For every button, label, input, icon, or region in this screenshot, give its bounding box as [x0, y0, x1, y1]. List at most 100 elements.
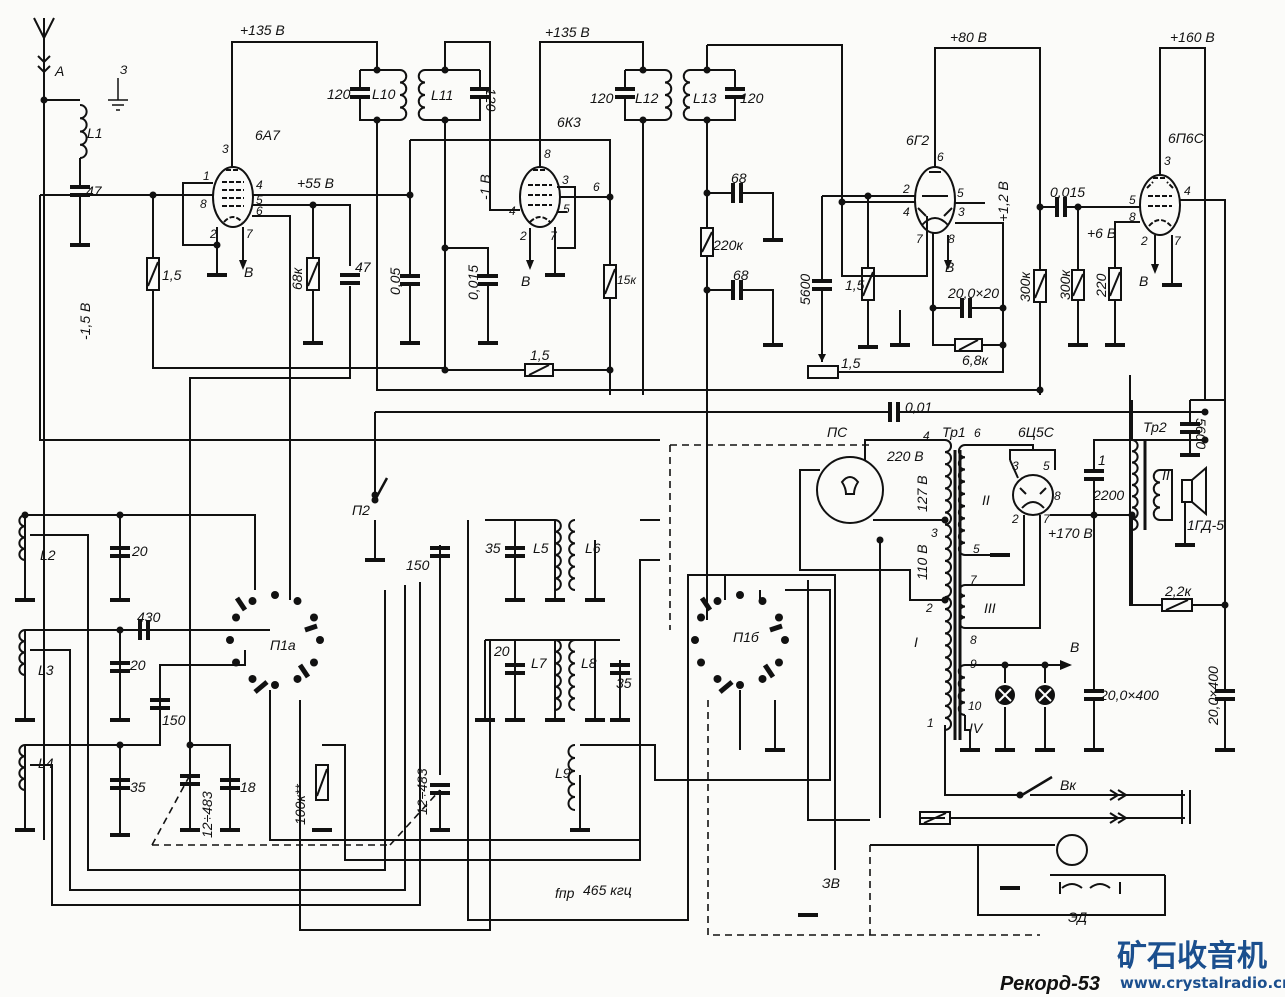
- label-tube-6k3: 6К3: [557, 114, 581, 130]
- label-meter-ed: ЭД: [1068, 909, 1087, 925]
- wire: [269, 690, 640, 841]
- wire: [322, 559, 660, 861]
- pin-6p6s-2: 2: [1140, 234, 1148, 248]
- label-r15k: 15к: [617, 273, 637, 287]
- resistor: [954, 338, 983, 352]
- label-c47a: 47: [86, 183, 103, 199]
- transformer-core: [953, 440, 1147, 740]
- tube-6p6s: [1139, 174, 1181, 236]
- wire: [707, 44, 915, 203]
- label-l9: L9: [555, 765, 571, 781]
- label-winding-2: II: [982, 492, 990, 508]
- capacitor: [505, 663, 525, 675]
- wire: [444, 120, 525, 371]
- resistor-mark: [862, 271, 874, 297]
- pin-6g2-5: 5: [957, 186, 964, 200]
- label-c120-l11: 120: [483, 88, 499, 112]
- pin-6p6s-5: 5: [1129, 193, 1136, 207]
- switch-contact: [736, 591, 744, 599]
- jack-icon: [1109, 789, 1191, 824]
- label-fpr-value: 465 кгц: [583, 882, 632, 898]
- pin-6k3-2: 2: [519, 229, 527, 243]
- label-r220: 220: [1093, 273, 1109, 298]
- capacitor: [610, 663, 630, 675]
- wire: [30, 534, 386, 871]
- wire: [182, 182, 217, 246]
- capacitor: [430, 546, 450, 558]
- label-tr1: Тр1: [942, 424, 966, 440]
- junction-dot: [703, 189, 711, 197]
- inductor-coil: [568, 519, 576, 591]
- junction-dot: [941, 516, 949, 524]
- wire: [376, 120, 1040, 391]
- pin-6p6s-8: 8: [1129, 210, 1136, 224]
- label-heater-b1: В: [244, 264, 253, 280]
- tube-6a7: [212, 166, 254, 228]
- switch-contact: [774, 613, 783, 622]
- wire: [445, 247, 489, 275]
- label-c35b: 35: [485, 540, 501, 556]
- power-selector-ps[interactable]: [816, 456, 884, 524]
- label-c430: 430: [137, 609, 161, 625]
- wire: [231, 41, 378, 167]
- wire: [1114, 221, 1140, 268]
- junction-dot: [999, 341, 1007, 349]
- pin-6k3-6: 6: [593, 180, 600, 194]
- capacitor: [505, 546, 525, 558]
- label-c18: 18: [240, 779, 256, 795]
- junction-dot: [606, 193, 614, 201]
- junction-dot: [309, 201, 317, 209]
- inductor-coil: [79, 104, 88, 159]
- wire: [39, 195, 660, 441]
- switch-contact: [774, 658, 783, 667]
- label-c005: 0,05: [387, 268, 403, 295]
- resistor-mark: [958, 339, 979, 351]
- pin-6p6s-4: 4: [1184, 184, 1191, 198]
- pin-6g2-2: 2: [902, 182, 910, 196]
- switch-p1a-rotor: [234, 596, 318, 694]
- capacitor: [70, 185, 90, 197]
- resistor: [524, 363, 554, 377]
- label-l6: L6: [585, 540, 601, 556]
- label-v135b: +135 В: [545, 24, 590, 40]
- label-r22k: 2,2к: [1164, 583, 1192, 599]
- resistor: [861, 267, 875, 301]
- watermark-url: www.crystalradio.cn: [1120, 974, 1285, 992]
- inductor-coil: [682, 69, 691, 121]
- label-v55: +55 В: [297, 175, 334, 191]
- junction-dot: [373, 66, 381, 74]
- pin-6k3-5: 5: [563, 202, 570, 216]
- junction-dot: [606, 366, 614, 374]
- label-v-neg1: -1 В: [477, 174, 493, 200]
- tube-6c5s: [1012, 474, 1054, 516]
- label-c5600b: 5600: [1193, 418, 1209, 449]
- label-heater-b4: В: [1139, 273, 1148, 289]
- wire: [189, 286, 351, 830]
- label-c120-l12: 120: [590, 90, 614, 106]
- potentiometer: [807, 365, 839, 379]
- label-r15c: 1,5: [845, 277, 865, 293]
- junction-dot: [116, 741, 124, 749]
- junction-dot: [1074, 203, 1082, 211]
- wire: [1180, 199, 1226, 690]
- wire: [1159, 47, 1206, 400]
- label-l1: L1: [87, 125, 103, 141]
- label-c150b: 150: [162, 712, 186, 728]
- wire: [624, 98, 665, 121]
- resistor-mark: [1109, 271, 1121, 297]
- junction-dot: [1036, 203, 1044, 211]
- capacitor: [812, 279, 832, 291]
- pin-tr1-3: 3: [931, 526, 938, 540]
- pin-6c5s-7: 7: [1043, 512, 1051, 526]
- label-heater-b3: В: [945, 259, 954, 275]
- switch-contact: [271, 591, 279, 599]
- label-l11: L11: [431, 87, 453, 103]
- label-switch-p1b: П1б: [733, 629, 760, 645]
- pin-6a7-5: 5: [256, 193, 263, 207]
- resistor: [1161, 598, 1193, 612]
- labels: A З L1 47 +135 В 120 L10 L11 120 6А7 +55…: [38, 22, 1224, 925]
- label-heater-b: В: [1070, 639, 1079, 655]
- capacitor: [340, 273, 360, 285]
- wire: [444, 41, 520, 211]
- switch-contact: [309, 613, 318, 622]
